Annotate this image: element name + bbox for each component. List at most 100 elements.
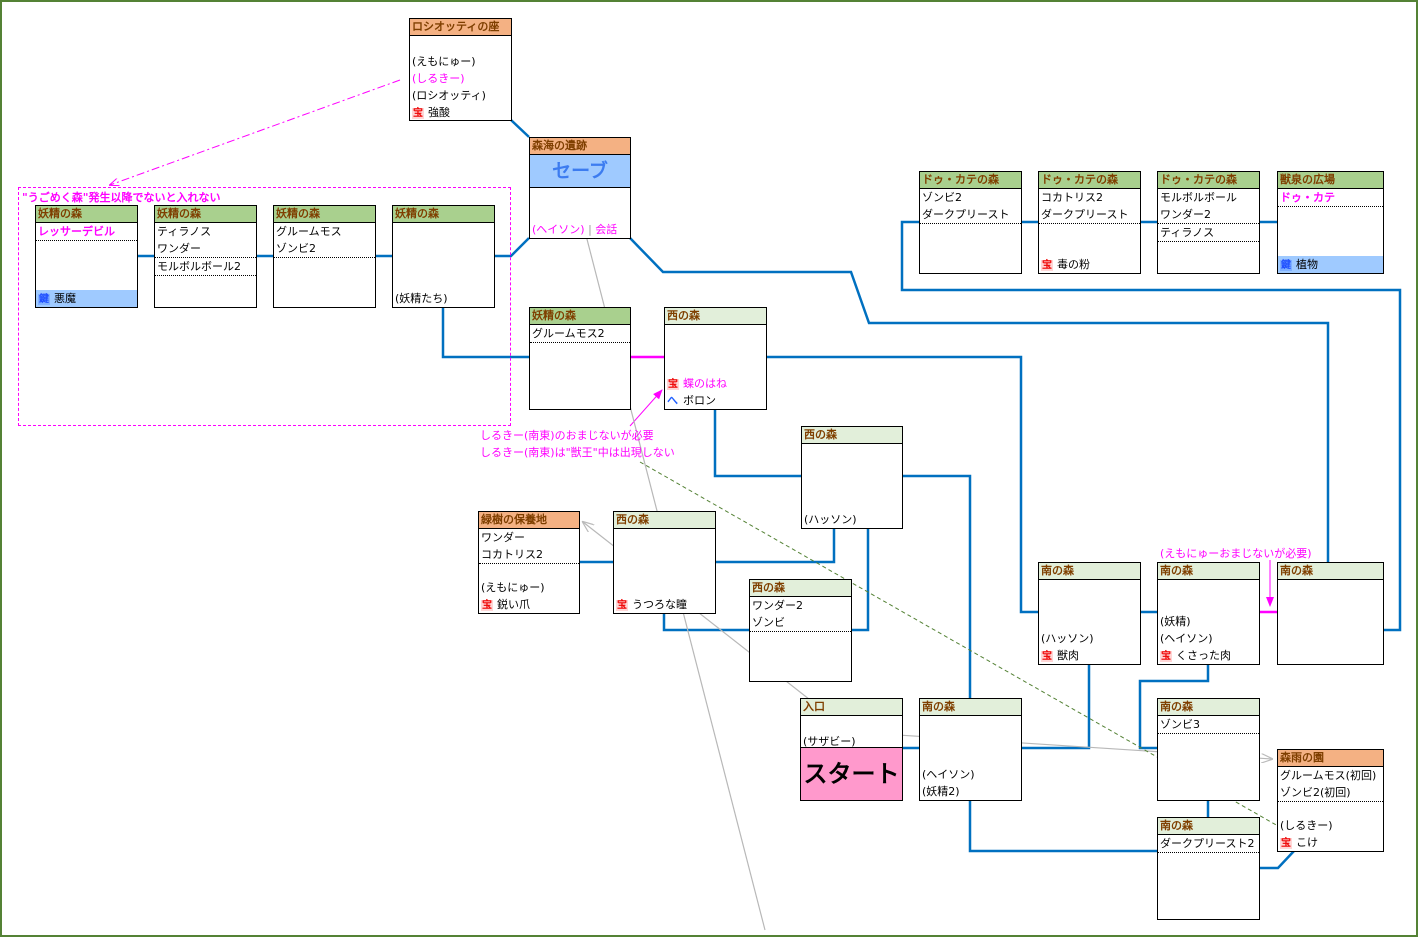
room-fairy-forest-1[interactable]: 妖精の森 レッサーデビル 鍵悪魔 [35,205,138,308]
key-icon: 鍵 [1280,260,1292,271]
room-title: 妖精の森 [274,206,375,223]
connector [1021,664,1091,750]
npc-label: (えもにゅー) [412,55,476,68]
treasure-icon: 宝 [412,108,424,119]
room-entrance[interactable]: 入口 (サザビー) スタート [800,698,903,801]
room-fairy-forest-5[interactable]: 妖精の森 グルームモス2 [529,307,631,410]
event-label: 会話 [595,223,618,236]
connector [766,355,1039,614]
connector [1259,850,1295,870]
event-row: (ヘイソン) | 会話 [532,223,618,236]
key-label: 悪魔 [54,292,76,305]
treasure-label: 蝶のはね [683,377,727,390]
connector [715,528,836,564]
connector [510,119,530,138]
room-title: 南の森 [1158,563,1259,580]
room-roshiotti-seat[interactable]: ロシオッティの座 (えもにゅー) (しるきー) (ロシオッティ) 宝強酸 [409,18,512,121]
npc-label: (ロシオッティ) [412,89,486,102]
room-dukate-forest-3[interactable]: ドゥ・カテの森 モルボルボール ワンダー2 ティラノス [1157,171,1260,274]
room-title: 獣泉の広場 [1278,172,1383,189]
npc-label: (しるきー) [412,72,465,85]
enemy-label: ワンダー2 [1158,206,1259,224]
npc-label: (ヘイソン) [532,223,585,236]
start-marker[interactable]: スタート [801,747,902,800]
save-point[interactable]: セーブ [530,155,630,188]
treasure-icon: 宝 [1041,260,1053,271]
enemy-label: ティラノス [1158,224,1259,242]
room-title: 妖精の森 [36,206,137,223]
enemy-label: ティラノス [157,225,212,238]
room-title: ドゥ・カテの森 [1158,172,1259,189]
room-title: ドゥ・カテの森 [1039,172,1140,189]
room-dukate-forest-2[interactable]: ドゥ・カテの森 コカトリス2 ダークプリースト 宝毒の粉 [1038,171,1141,274]
room-title: 緑樹の保養地 [479,512,579,529]
connector [662,613,750,632]
treasure-label: 獣肉 [1057,649,1079,662]
room-south-forest-1[interactable]: 南の森 (ヘイソン) (妖精2) [919,698,1022,801]
connector [900,220,1402,632]
treasure-icon: 宝 [1160,651,1172,662]
room-title: ロシオッティの座 [410,19,511,36]
room-south-forest-2[interactable]: 南の森 (ハッソン) 宝獣肉 [1038,562,1141,665]
enemy-label: ダークプリースト2 [1158,835,1259,853]
treasure-label: うつろな瞳 [632,598,687,611]
enemy-label: ワンダー2 [752,599,803,612]
npc-label: (えもにゅー) [481,581,545,594]
enemy-label: コカトリス2 [1041,191,1103,204]
npc-label: (しるきー) [1280,819,1333,832]
room-west-forest-4[interactable]: 西の森 ワンダー2 ゾンビ [749,579,852,682]
treasure-icon: 宝 [1041,651,1053,662]
room-south-forest-6[interactable]: 南の森 ダークプリースト2 [1157,817,1260,920]
room-fairy-forest-4[interactable]: 妖精の森 (妖精たち) [392,205,495,308]
treasure-label: 強酸 [428,106,450,119]
npc-label: (ハッソン) [1041,632,1094,645]
enemy-label: グルームモス [276,225,342,238]
npc-label: (ヘイソン) [922,768,975,781]
room-title: 妖精の森 [530,308,630,325]
enemy-label: ゾンビ2(初回) [1278,784,1383,802]
room-fairy-forest-2[interactable]: 妖精の森 ティラノス ワンダー モルボルボール2 [154,205,257,308]
room-row [410,36,511,53]
path-row: へボロン [665,392,766,409]
room-title: 西の森 [802,427,902,444]
connector [968,800,1158,853]
room-west-forest-2[interactable]: 西の森 (ハッソン) [801,426,903,529]
key-row: 鍵悪魔 [36,290,137,307]
note-arrow [629,389,663,427]
enemy-label: モルボルボール2 [155,258,256,276]
room-greenwood-resort[interactable]: 緑樹の保養地 ワンダー コカトリス2 (えもにゅー) 宝鋭い爪 [478,511,580,614]
boss-label: ドゥ・カテ [1278,189,1383,207]
npc-label: (妖精2) [922,785,960,798]
npc-label: (妖精たち) [395,292,448,305]
enemy-label: ゾンビ2 [922,191,962,204]
room-south-forest-4[interactable]: 南の森 [1277,562,1384,665]
npc-label: (妖精) [1160,615,1191,628]
npc-label: (ハッソン) [804,513,857,526]
enemy-label: グルームモス2 [530,325,630,343]
enemy-label: ゾンビ [750,614,851,632]
room-title: 西の森 [665,308,766,325]
enemy-label: ゾンビ3 [1158,716,1259,734]
room-title: 南の森 [1158,818,1259,835]
connector [629,237,1384,632]
locked-zone [18,187,511,426]
room-beast-spring-plaza[interactable]: 獣泉の広場 ドゥ・カテ 鍵植物 [1277,171,1384,274]
room-fairy-forest-3[interactable]: 妖精の森 グルームモス ゾンビ2 [273,205,376,308]
room-forest-rain-garden[interactable]: 森雨の園 グルームモス(初回) ゾンビ2(初回) (しるきー) 宝こけ [1277,749,1384,852]
connector [441,307,529,359]
npc-label: (サザビー) [803,735,856,748]
room-west-forest-1[interactable]: 西の森 宝蝶のはね へボロン [664,307,767,410]
treasure-row: 宝こけ [1278,834,1383,851]
room-forest-sea-ruins[interactable]: 森海の遺跡 セーブ (ヘイソン) | 会話 [529,137,631,239]
room-south-forest-5[interactable]: 南の森 ゾンビ3 [1157,698,1260,801]
room-west-forest-3[interactable]: 西の森 宝うつろな瞳 [613,511,716,614]
enemy-label: ダークプリースト [1039,206,1140,224]
connector [1138,664,1210,750]
room-south-forest-3[interactable]: 南の森 (妖精) (ヘイソン) 宝くさった肉 [1157,562,1260,665]
connector [902,474,972,698]
room-title: 妖精の森 [393,206,494,223]
enemy-label: コカトリス2 [479,546,579,564]
npc-label: (ヘイソン) [1160,632,1213,645]
room-dukate-forest-1[interactable]: ドゥ・カテの森 ゾンビ2 ダークプリースト [919,171,1022,274]
enemy-label: ゾンビ2 [274,240,375,258]
